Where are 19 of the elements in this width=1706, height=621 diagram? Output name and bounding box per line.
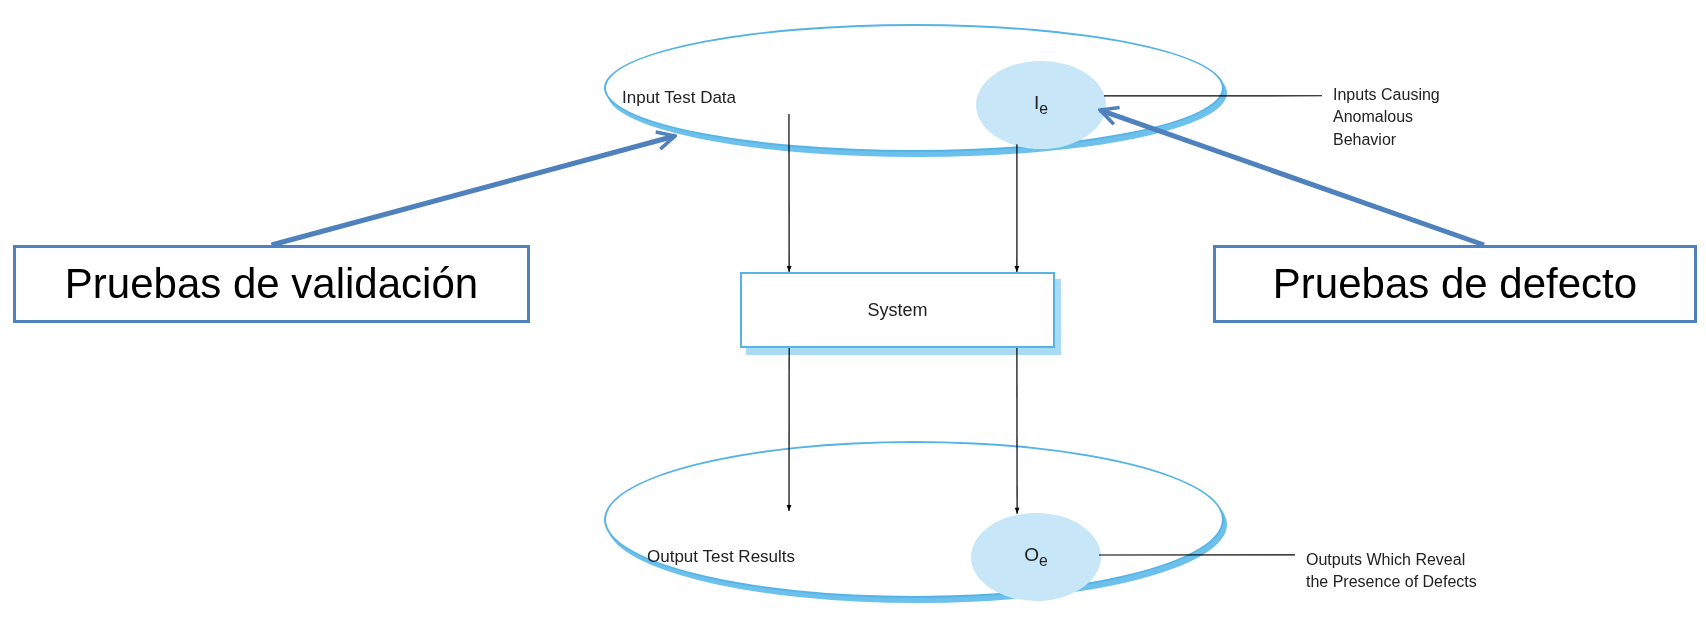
callout-text: Pruebas de defecto (1272, 260, 1638, 308)
symbol-label: I$_{e}$ (1033, 92, 1049, 118)
callout-text: Pruebas de validación (64, 260, 479, 308)
arrow (786, 113, 792, 273)
text-label: Input Test Data (622, 88, 737, 108)
text-label: Output Test Results (647, 547, 796, 567)
box-label: System (867, 299, 928, 321)
annotation-text: Inputs Causing Anomalous Behavior (1333, 86, 1440, 148)
arrow (1014, 143, 1020, 273)
leader-line (1103, 95, 1323, 97)
arrow (1098, 105, 1485, 248)
symbol-label: O$_{e}$ (1024, 544, 1048, 570)
callout-box (1213, 245, 1697, 323)
leader-line (1098, 554, 1296, 556)
arrow (270, 130, 677, 248)
annotation-text: Outputs Which Reveal the Presence of Defects (1306, 551, 1477, 591)
arrow (786, 347, 792, 512)
arrow (1014, 347, 1020, 515)
callout-box (13, 245, 530, 323)
